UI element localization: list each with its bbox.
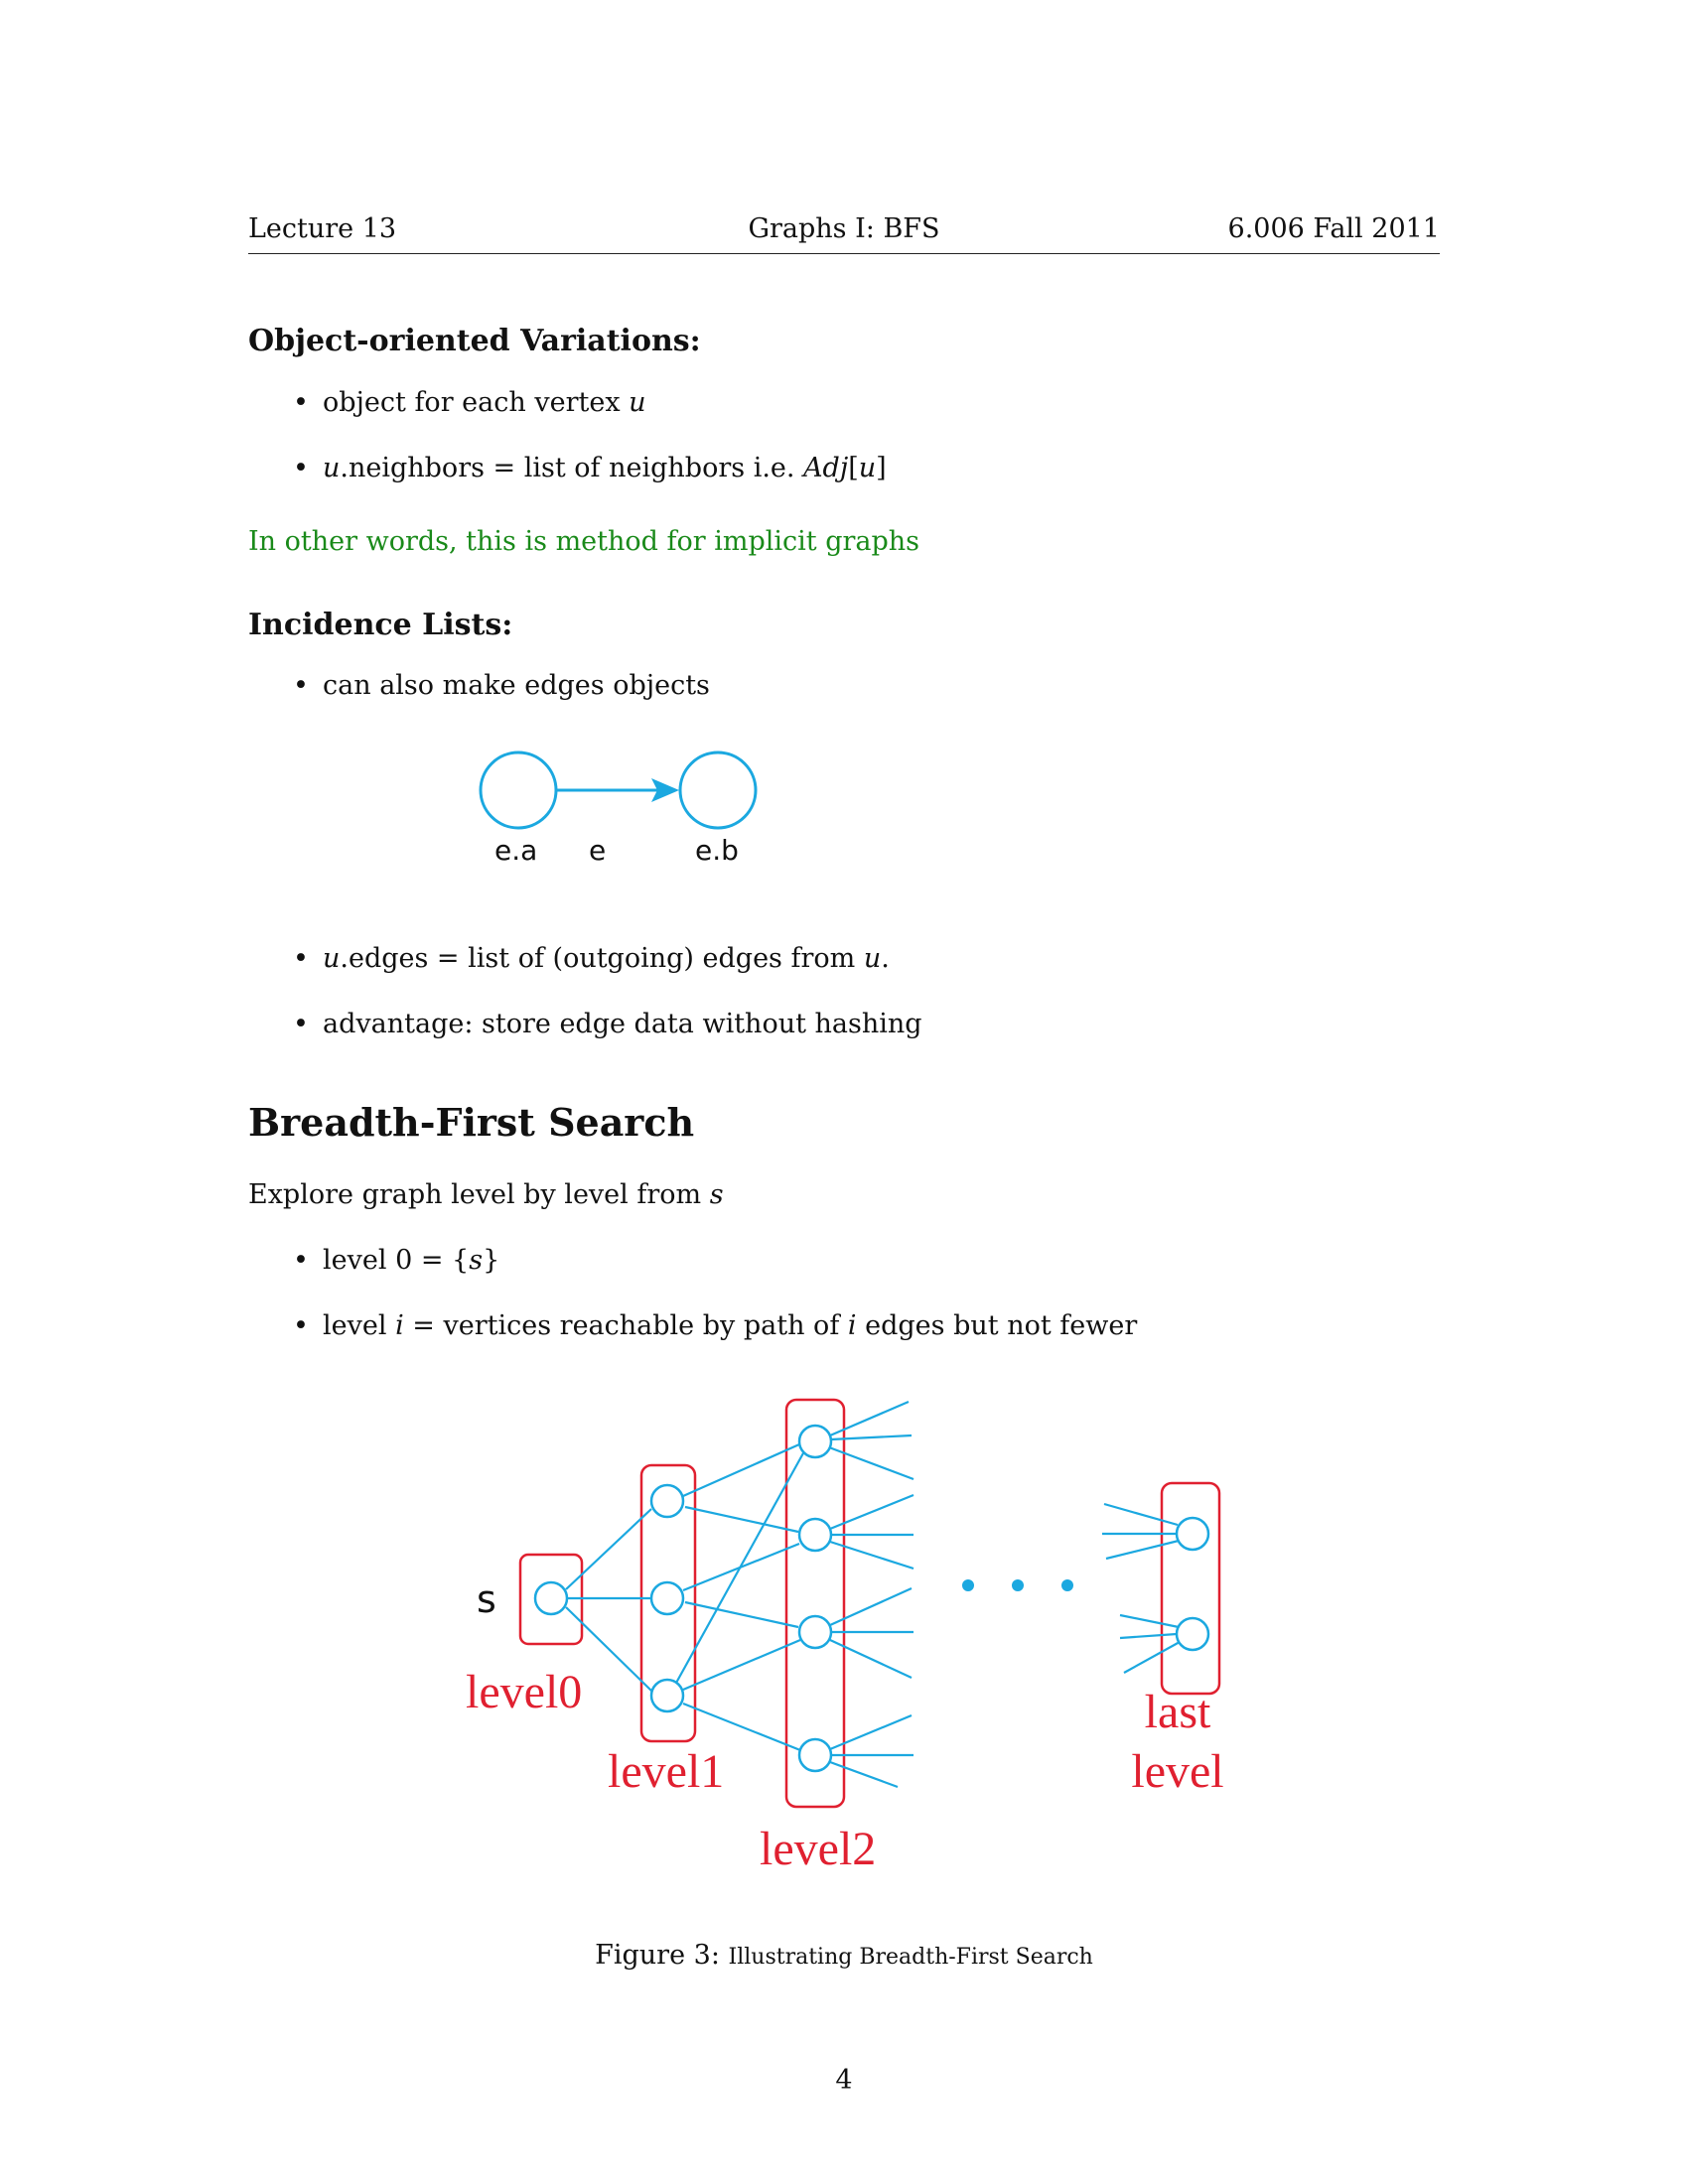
label-level2: level2 [760, 1823, 876, 1875]
bullet-advantage: •advantage: store edge data without hash… [293, 1009, 922, 1039]
label-level1: level1 [608, 1745, 724, 1798]
edge-object-diagram: e.a e e.b [479, 751, 758, 867]
level1-box [639, 1463, 697, 1743]
bullet-neighbors: •u.neighbors = list of neighbors i.e. Ad… [293, 453, 887, 483]
bfs-figure: s level0 level1 level2 last level [466, 1398, 1224, 1875]
node-last-a [1175, 1516, 1210, 1552]
label-e: e [589, 834, 606, 867]
figure-caption: Figure 3: Illustrating Breadth-First Sea… [595, 1940, 1093, 1971]
node-last-b [1175, 1616, 1210, 1652]
green-note: In other words, this is method for impli… [248, 526, 920, 557]
node-s [533, 1580, 569, 1616]
section-title-incidence: Incidence Lists: [248, 608, 513, 642]
label-level0: level0 [466, 1666, 582, 1718]
page-header: Lecture 13 Graphs I: BFS 6.006 Fall 2011 [248, 213, 1440, 254]
bullet-u-edges: •u.edges = list of (outgoing) edges from… [293, 943, 890, 974]
bullet-dot: • [293, 387, 309, 418]
edge-arrowhead [651, 778, 679, 802]
header-right: 6.006 Fall 2011 [1227, 213, 1440, 244]
section-title-oo: Object-oriented Variations: [248, 324, 701, 358]
label-e-a: e.a [494, 834, 537, 867]
label-e-b: e.b [695, 834, 739, 867]
label-last: last [1145, 1686, 1211, 1738]
node-l1-a [649, 1483, 685, 1519]
node-l2-a [797, 1424, 833, 1459]
bullet-dot: • [293, 670, 309, 701]
label-source-s: s [477, 1577, 496, 1621]
bullet-dot: • [293, 1310, 309, 1341]
page-number: 4 [835, 2065, 853, 2096]
last-level-box [1160, 1481, 1221, 1696]
bfs-intro: Explore graph level by level from s [248, 1179, 724, 1210]
node-l2-d [797, 1737, 833, 1773]
bullet-level-i: •level i = vertices reachable by path of… [293, 1310, 1138, 1341]
bullet-dot: • [293, 1245, 309, 1276]
header-left: Lecture 13 [248, 213, 397, 244]
label-last-level: level [1131, 1745, 1223, 1798]
bullet-dot: • [293, 943, 309, 974]
bfs-edges [565, 1400, 1181, 1789]
node-l2-b [797, 1517, 833, 1553]
node-l1-c [649, 1678, 685, 1713]
ellipsis-dots [962, 1579, 1073, 1591]
bullet-edge-objects: can also make edges objects [323, 670, 710, 701]
node-e-a [479, 751, 558, 830]
bullet-dot: • [293, 453, 309, 483]
header-center: Graphs I: BFS [748, 213, 940, 244]
bullet-level-0: •level 0 = {s} [293, 1245, 500, 1276]
bullet-dot: • [293, 1009, 309, 1039]
bullet-object-vertex: •object for each vertex u [293, 387, 646, 418]
node-l1-b [649, 1580, 685, 1616]
node-l2-c [797, 1614, 833, 1650]
section-title-bfs: Breadth-First Search [248, 1100, 695, 1145]
level2-box [784, 1398, 846, 1809]
node-e-b [678, 751, 758, 830]
